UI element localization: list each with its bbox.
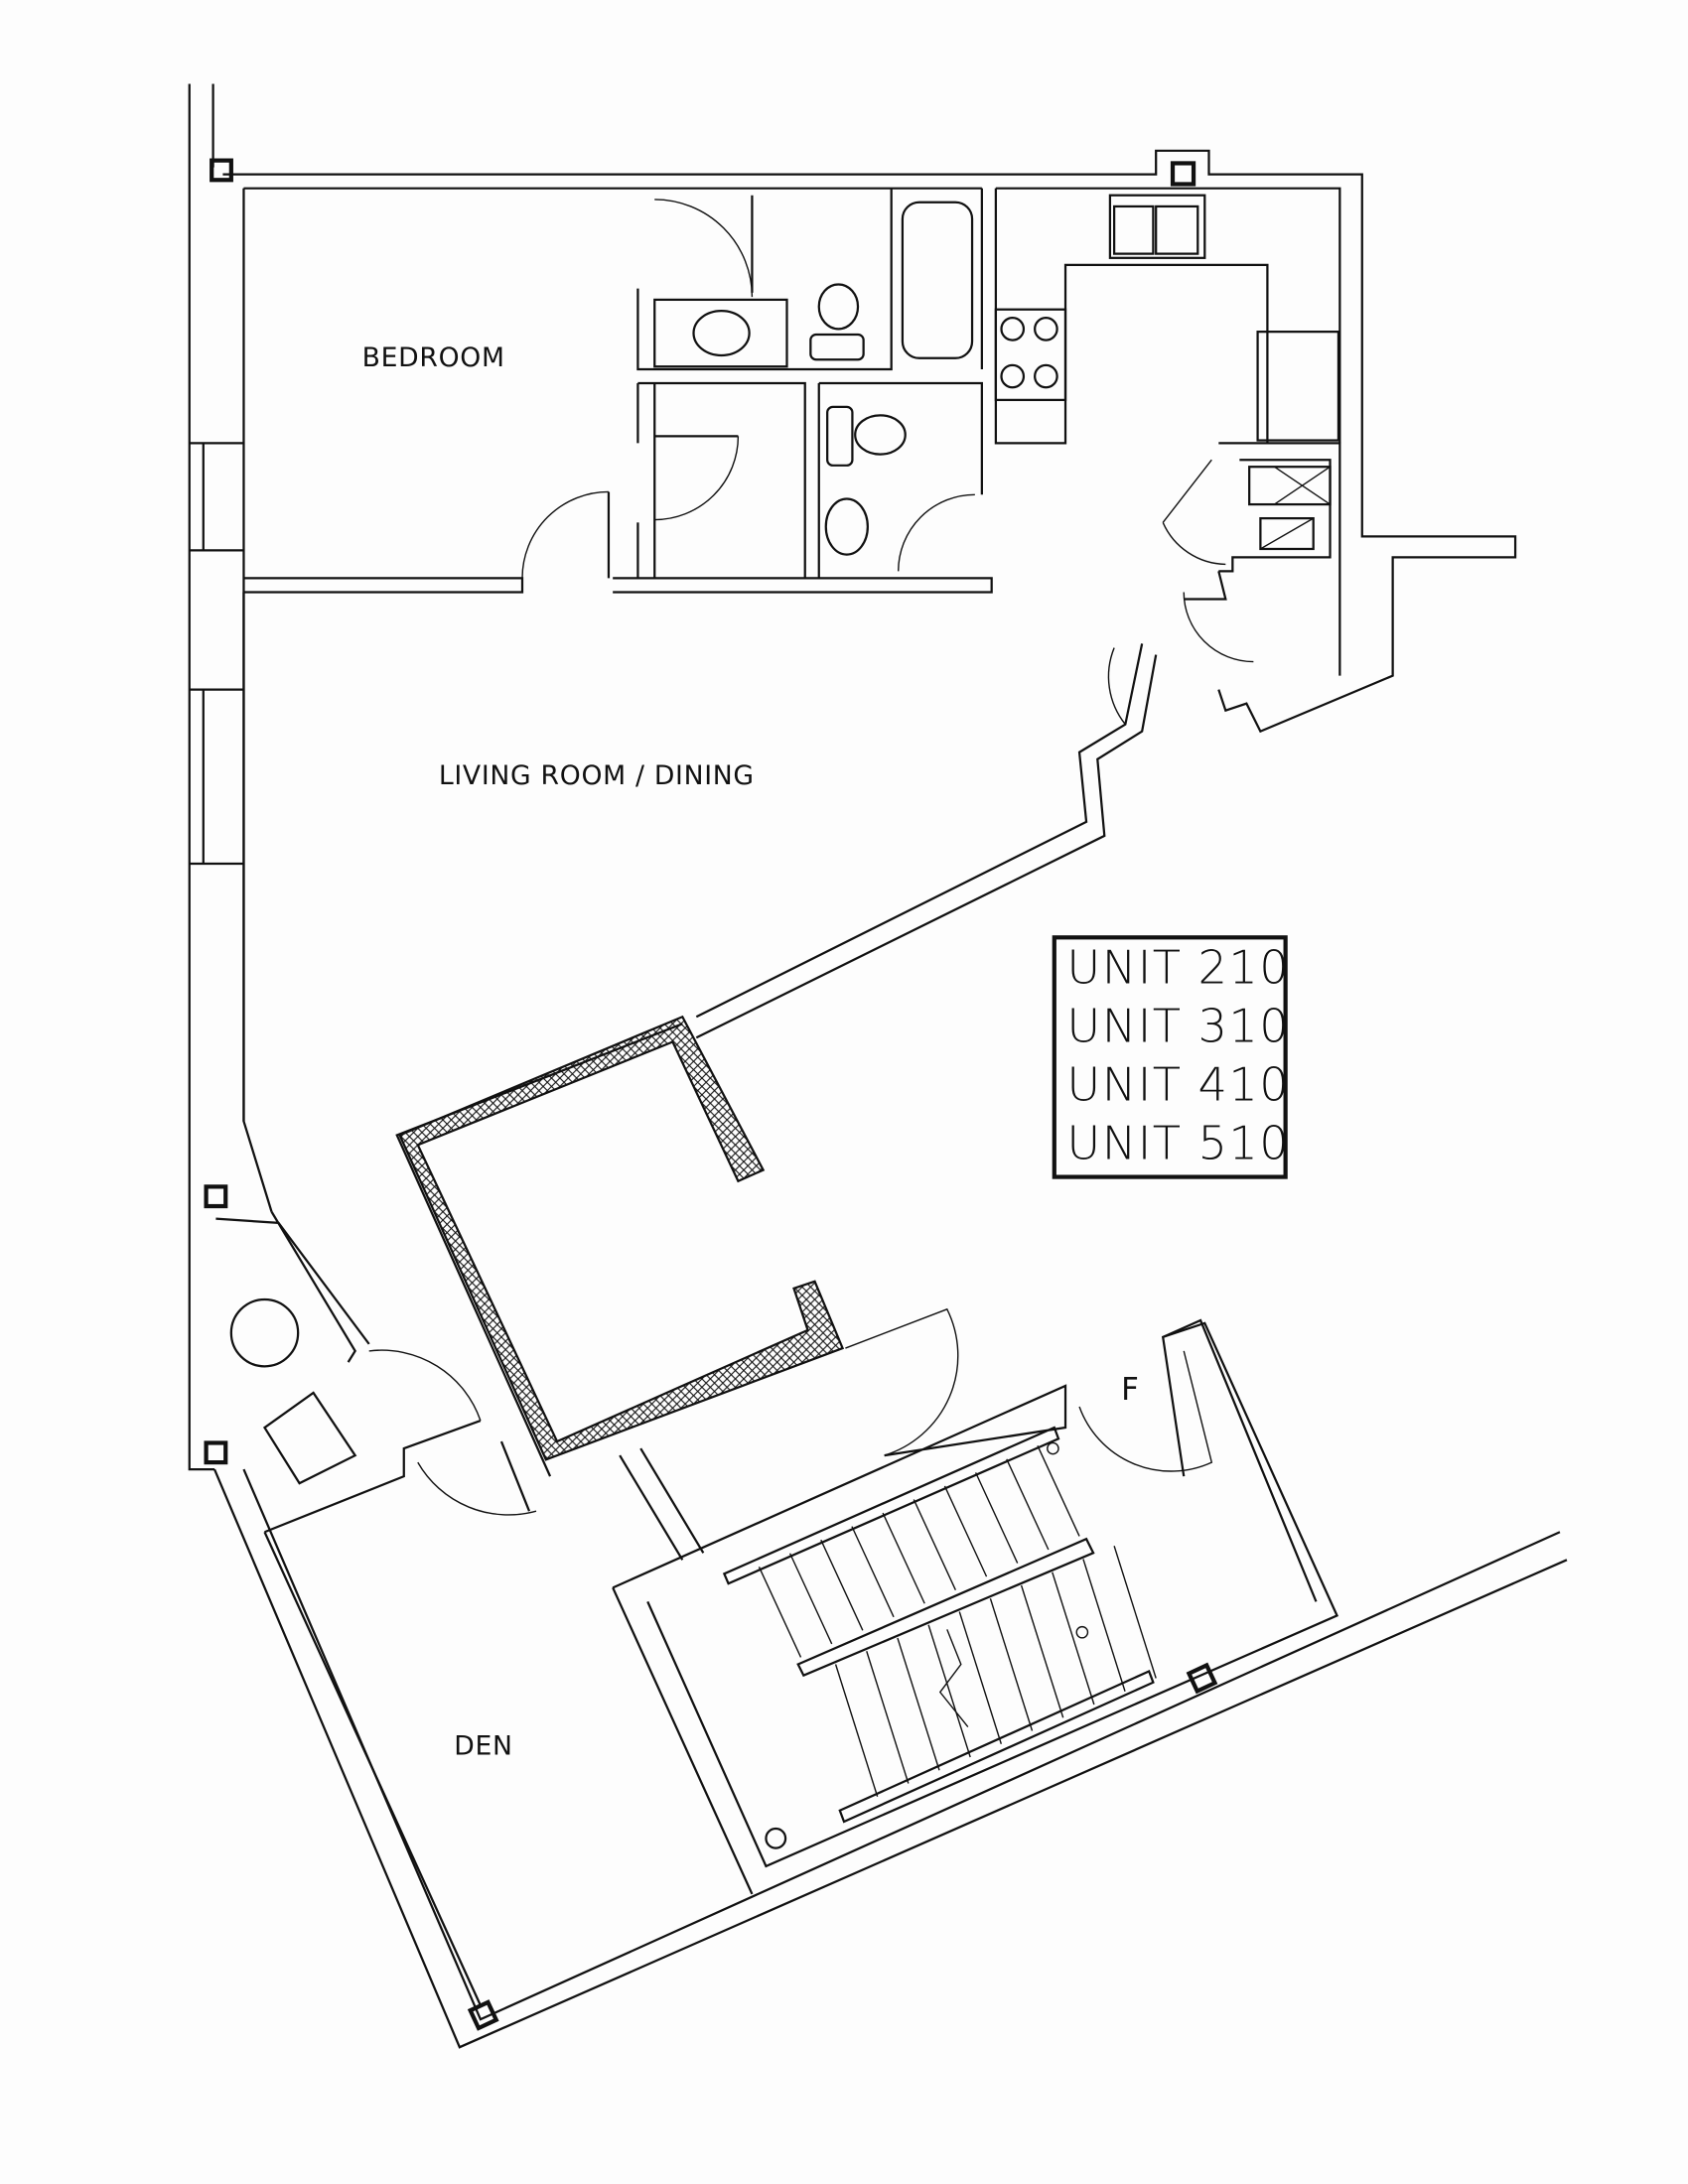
unit-line: UNIT 210 [1066, 941, 1290, 995]
toilet-icon [817, 283, 860, 331]
stair-tread [758, 1567, 802, 1658]
sink-icon [826, 405, 854, 467]
stair-tread [989, 1598, 1034, 1731]
unit-number-box: UNIT 210 UNIT 310 UNIT 410 UNIT 510 [1052, 935, 1290, 1179]
stair-tread [913, 1499, 957, 1590]
stair-tread [927, 1624, 971, 1758]
unit-line: UNIT 510 [1066, 1116, 1290, 1169]
stair-tread [1052, 1571, 1095, 1706]
stair-tread [974, 1472, 1019, 1564]
exterior-walls [188, 83, 1568, 2049]
fixtures [229, 205, 1199, 1849]
stair-tread [1113, 1546, 1157, 1679]
stair-tread [882, 1512, 925, 1604]
room-label-living-dining: LIVING ROOM / DINING [439, 760, 755, 791]
toilet-icon [854, 414, 907, 456]
stair-tread [1006, 1458, 1050, 1551]
interior-walls [636, 188, 1341, 676]
stair-tread [1082, 1559, 1126, 1692]
stair-tread [820, 1539, 864, 1631]
structural-columns [204, 158, 1218, 2031]
unit-line: UNIT 310 [1066, 1000, 1290, 1053]
unit-line: UNIT 410 [1066, 1057, 1290, 1111]
stair-tread [943, 1485, 988, 1577]
room-label-bedroom: BEDROOM [362, 342, 505, 373]
stair-tread [788, 1553, 833, 1645]
staircase [722, 1426, 1157, 1824]
hatched-wall [398, 1015, 845, 1461]
stair-tread [897, 1637, 940, 1771]
door-swings [368, 195, 1254, 1516]
stair-tread [866, 1651, 910, 1784]
stair-tread [834, 1664, 879, 1797]
stair-tread [1037, 1444, 1080, 1537]
stair-tread [958, 1611, 1003, 1744]
stair-tread [851, 1526, 895, 1618]
sink-icon [692, 309, 751, 357]
room-label-den: DEN [454, 1731, 512, 1762]
closet-label: F [1121, 1372, 1139, 1408]
stair-tread [1020, 1584, 1064, 1718]
